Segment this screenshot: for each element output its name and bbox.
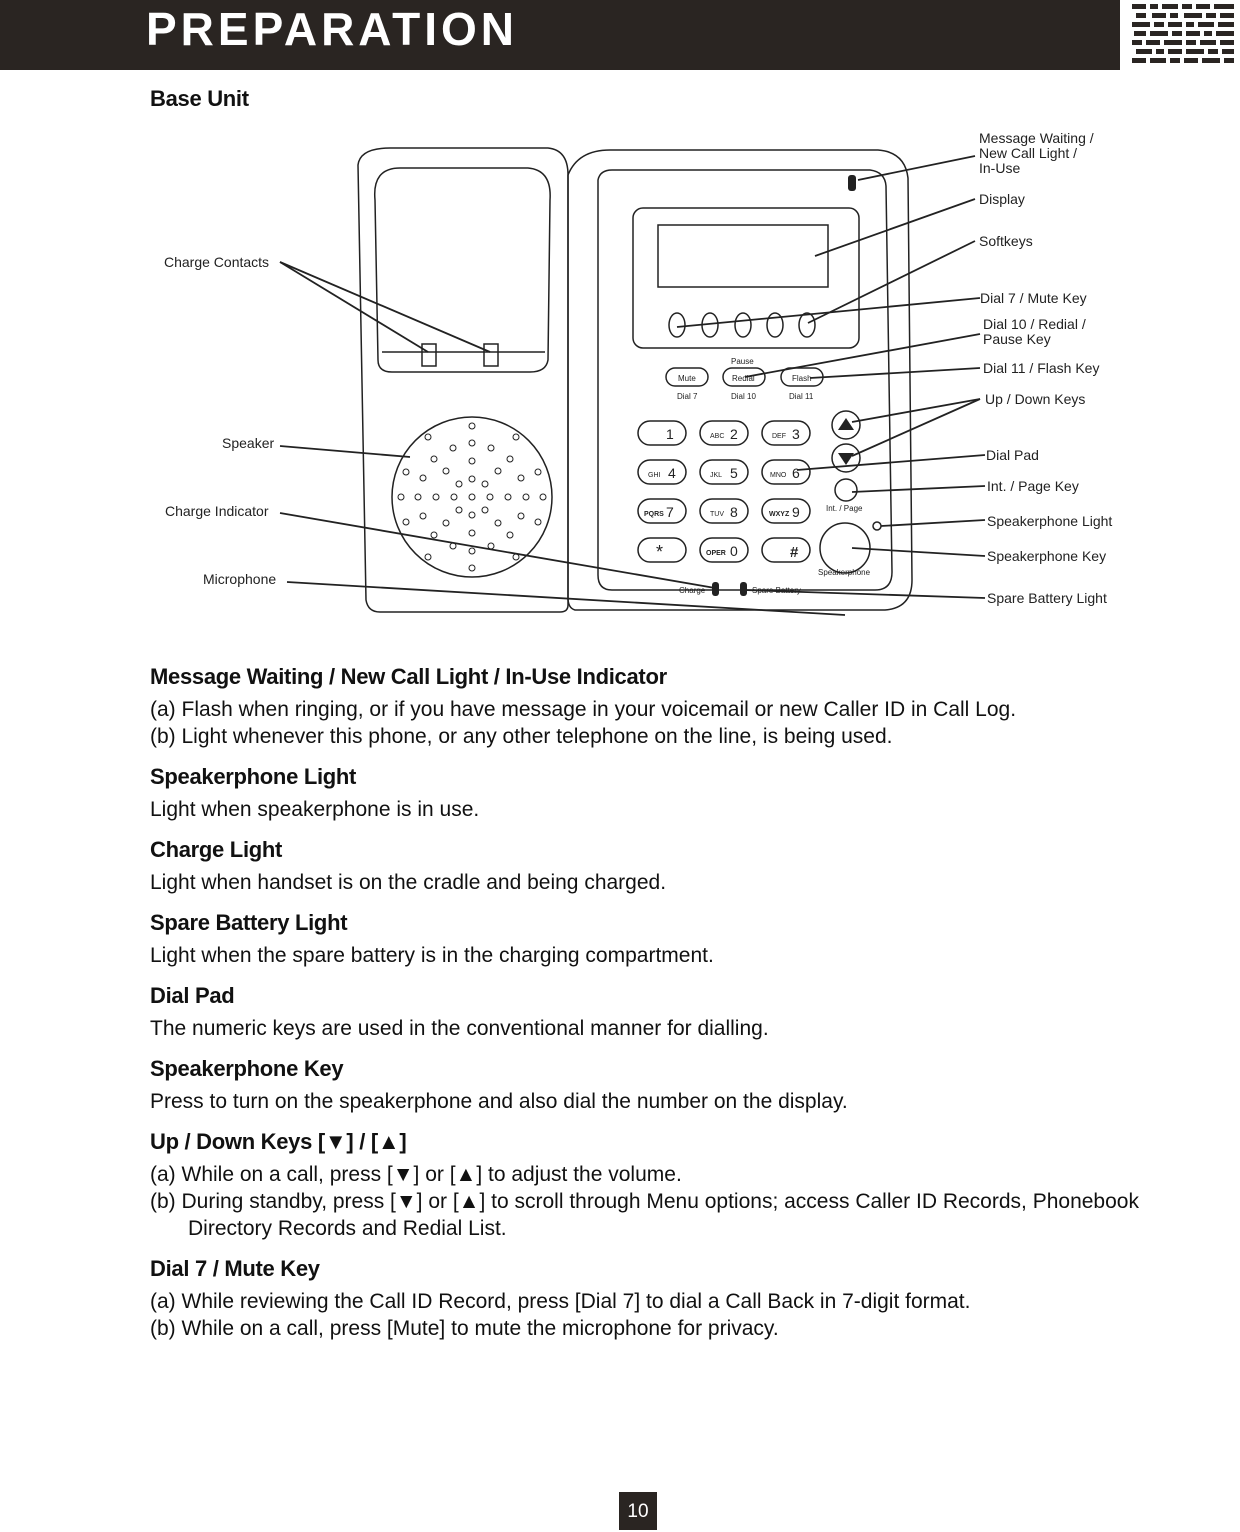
key-num: 1 (666, 426, 674, 442)
callout-int-page: Int. / Page Key (987, 478, 1079, 494)
key-sub: MNO (770, 472, 787, 479)
callout-message-waiting: In-Use (979, 160, 1020, 176)
key-num: # (790, 544, 799, 561)
key-sub: GHI (648, 472, 661, 479)
item-text: Light when speakerphone is in use. (150, 798, 480, 821)
callout-softkeys: Softkeys (979, 233, 1033, 249)
item-title: Message Waiting / New Call Light / In-Us… (150, 664, 667, 689)
item-text: The numeric keys are used in the convent… (150, 1017, 769, 1040)
key-sub: TUV (710, 511, 724, 518)
callout-dial10-redial: Pause Key (983, 331, 1051, 347)
key-num: 8 (730, 504, 738, 520)
int-page-label: Int. / Page (826, 504, 863, 513)
dial7-label: Dial 7 (677, 392, 698, 401)
base-unit-diagram: Mute Redial Flash Pause Dial 7 Dial 10 D… (164, 130, 1112, 616)
description-item: Speakerphone Light Light when speakerpho… (150, 764, 1140, 823)
callout-speakerphone-light: Speakerphone Light (987, 513, 1112, 529)
pause-label: Pause (731, 357, 754, 366)
key-num: 7 (666, 504, 674, 520)
description-item: Speakerphone Key Press to turn on the sp… (150, 1056, 1140, 1115)
callout-dial7-mute: Dial 7 / Mute Key (980, 290, 1087, 306)
charge-label: Charge (679, 586, 706, 595)
descriptions: Message Waiting / New Call Light / In-Us… (150, 664, 1140, 1356)
item-line: (b) During standby, press [▼] or [▲] to … (150, 1190, 1139, 1240)
dial11-label: Dial 11 (789, 392, 814, 401)
dial10-label: Dial 10 (731, 392, 756, 401)
description-item: Message Waiting / New Call Light / In-Us… (150, 664, 1140, 750)
page-title: PREPARATION (146, 3, 518, 55)
page-number: 10 (619, 1492, 657, 1530)
flash-key-label: Flash (792, 374, 812, 383)
item-title: Spare Battery Light (150, 910, 348, 935)
description-item: Spare Battery Light Light when the spare… (150, 910, 1140, 969)
item-title: Dial 7 / Mute Key (150, 1256, 320, 1281)
description-item: Dial Pad The numeric keys are used in th… (150, 983, 1140, 1042)
item-title: Charge Light (150, 837, 283, 862)
key-sub: JKL (710, 472, 722, 479)
key-num: 2 (730, 426, 738, 442)
description-item: Charge Light Light when handset is on th… (150, 837, 1140, 896)
item-line: (a) Flash when ringing, or if you have m… (150, 698, 1017, 721)
callout-charge-indicator: Charge Indicator (165, 503, 269, 519)
callout-message-waiting: New Call Light / (979, 145, 1077, 161)
brand-logo (1128, 0, 1240, 72)
key-num: * (656, 542, 663, 562)
callout-speaker: Speaker (222, 435, 274, 451)
speakerphone-label: Speakerphone (818, 568, 871, 577)
item-title: Speakerphone Key (150, 1056, 344, 1081)
item-title: Speakerphone Light (150, 764, 357, 789)
key-num: 5 (730, 465, 738, 481)
key-num: 0 (730, 543, 738, 559)
key-sub: WXYZ (769, 511, 790, 518)
item-title: Dial Pad (150, 983, 235, 1008)
item-text: Light when the spare battery is in the c… (150, 944, 714, 967)
item-text: Press to turn on the speakerphone and al… (150, 1090, 848, 1113)
item-line: (b) Light whenever this phone, or any ot… (150, 725, 893, 748)
description-item: Up / Down Keys [▼] / [▲] (a) While on a … (150, 1129, 1140, 1242)
item-text: Light when handset is on the cradle and … (150, 871, 667, 894)
page-header: PREPARATION (0, 0, 1120, 70)
key-num: 9 (792, 504, 800, 520)
key-sub: DEF (772, 433, 786, 440)
redial-key-label: Redial (732, 374, 755, 383)
callout-display: Display (979, 191, 1025, 207)
mute-key-label: Mute (678, 374, 696, 383)
key-num: 3 (792, 426, 800, 442)
item-title: Up / Down Keys [▼] / [▲] (150, 1129, 407, 1154)
item-line: (a) While reviewing the Call ID Record, … (150, 1290, 971, 1313)
callout-message-waiting: Message Waiting / (979, 130, 1094, 146)
callout-dial10-redial: Dial 10 / Redial / (983, 316, 1086, 332)
callout-up-down: Up / Down Keys (985, 391, 1085, 407)
callout-speakerphone-key: Speakerphone Key (987, 548, 1106, 564)
key-num: 4 (668, 465, 676, 481)
key-sub: PQRS (644, 511, 664, 518)
callout-dial11-flash: Dial 11 / Flash Key (983, 360, 1099, 376)
key-num: 6 (792, 465, 800, 481)
callout-spare-battery: Spare Battery Light (987, 590, 1107, 606)
key-sub: ABC (710, 433, 724, 440)
callout-microphone: Microphone (203, 571, 276, 587)
item-line: (b) While on a call, press [Mute] to mut… (150, 1317, 779, 1340)
callout-dial-pad: Dial Pad (986, 447, 1039, 463)
callout-charge-contacts: Charge Contacts (164, 254, 269, 270)
description-item: Dial 7 / Mute Key (a) While reviewing th… (150, 1256, 1140, 1342)
item-line: (a) While on a call, press [▼] or [▲] to… (150, 1163, 682, 1186)
section-title: Base Unit (150, 86, 249, 111)
key-sub: OPER (706, 550, 726, 557)
